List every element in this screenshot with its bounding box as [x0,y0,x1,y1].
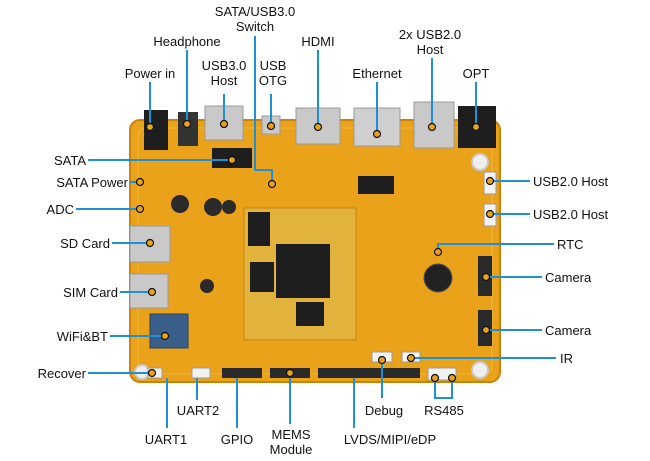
mounting-hole [471,153,489,171]
label-usb20-host-right-2: USB2.0 Host [533,207,609,222]
label-camera-1: Camera [545,270,592,285]
target-dot [481,272,491,282]
label-usb30-host-line2: Host [210,73,238,88]
label-rtc: RTC [557,237,584,252]
label-adc: ADC [46,202,74,217]
label-recover: Recover [37,366,86,381]
label-lvds-mipi-edp: LVDS/MIPI/eDP [343,432,437,447]
target-dot [160,331,170,341]
target-dot [485,176,495,186]
target-dot [266,121,276,131]
label-ethernet: Ethernet [352,66,402,81]
capacitor [171,195,189,213]
target-dot [433,247,443,257]
target-dot [135,204,145,214]
leader-sata-switch [254,36,273,182]
label-uart1: UART1 [144,432,188,447]
target-dot [406,353,416,363]
target-dot [427,122,437,132]
label-sim-card: SIM Card [63,285,118,300]
target-dot [147,368,157,378]
label-headphone: Headphone [153,34,221,49]
label-ir: IR [560,351,573,366]
target-dot [267,179,277,189]
label-wifi-bt: WiFi&BT [56,329,108,344]
capacitor [204,198,222,216]
label-sata-switch-line2: Switch [235,19,275,34]
target-dot [372,129,382,139]
ethernet-ic [358,176,394,194]
label-usb20-host-2x: 2x USB2.0 Host [399,27,461,57]
label-usb30-host-line1: USB3.0 [201,58,247,73]
label-camera-2: Camera [545,323,592,338]
label-opt: OPT [462,66,490,81]
leader-rs485 [434,380,453,399]
target-dot [481,325,491,335]
capacitor [200,279,214,293]
target-dot [447,373,457,383]
target-dot [147,287,157,297]
label-sata-switch-line1: SATA/USB3.0 [214,4,296,19]
label-sata: SATA [53,153,86,168]
label-usb30-host: USB3.0 Host [202,58,247,88]
target-dot [485,209,495,219]
gpio-header [222,368,262,378]
label-usb20-2x-line2: Host [416,42,444,57]
leader-lines [76,36,556,428]
target-dot [219,119,229,129]
target-dot [471,122,481,132]
mounting-hole [471,361,489,379]
capacitor [222,200,236,214]
label-sata-usb30-switch: SATA/USB3.0 Switch [215,4,295,34]
target-dot [182,119,192,129]
label-rs485: RS485 [424,403,464,418]
target-dot [430,373,440,383]
label-usb20-2x-line1: 2x USB2.0 [398,27,462,42]
uart2-header [191,367,211,379]
target-dots [135,119,495,383]
target-dot [227,155,237,165]
target-dot [145,122,155,132]
label-usb-otg: USB OTG [259,58,287,88]
headphone-jack [178,112,198,146]
memory-chip [248,212,270,246]
target-dot [313,122,323,132]
target-dot [135,177,145,187]
label-mems-module: MEMS Module [270,427,313,457]
soc-chip [276,244,330,298]
target-dot [285,368,295,378]
wifi-bt-module [149,313,189,349]
rtc-battery [423,263,453,293]
label-mems-line1: MEMS [271,427,311,442]
label-sd-card: SD Card [60,236,110,251]
memory-chip [296,302,324,326]
label-debug: Debug [364,403,404,418]
target-dot [377,355,387,365]
label-mems-line2: Module [269,442,313,457]
label-usb-otg-line1: USB [259,58,287,73]
target-dot [145,238,155,248]
label-gpio: GPIO [220,432,254,447]
label-usb-otg-line2: OTG [258,73,288,88]
label-sata-power: SATA Power [56,175,128,190]
lvds-header [318,368,420,378]
label-uart2: UART2 [176,403,220,418]
label-hdmi: HDMI [301,34,335,49]
label-power-in: Power in [124,66,176,81]
memory-chip [250,262,274,292]
label-usb20-host-right-1: USB2.0 Host [533,174,609,189]
